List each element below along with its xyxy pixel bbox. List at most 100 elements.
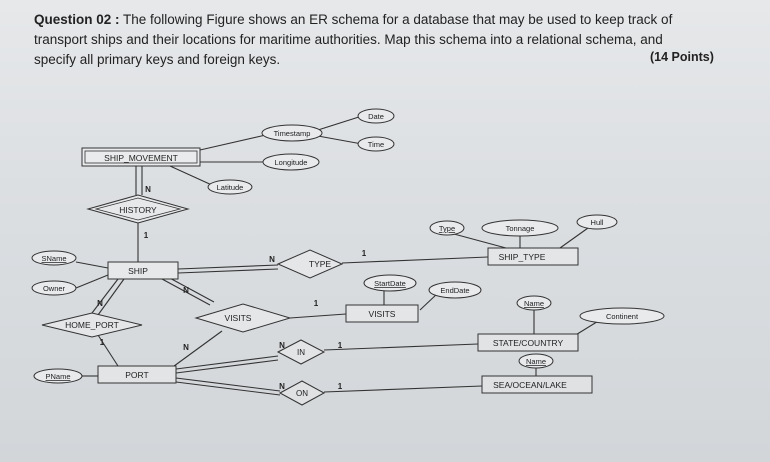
attr-end-date xyxy=(428,281,482,299)
line-type-shiptype xyxy=(341,256,489,264)
card-visits-port-n: N xyxy=(183,343,189,352)
line-port-on-double xyxy=(175,381,281,396)
line-ship-sname xyxy=(75,261,109,269)
line-ship-visits xyxy=(161,278,211,306)
relationship-in-label: IN xyxy=(297,348,305,357)
line-ship-type-double xyxy=(177,268,279,274)
attr-sname xyxy=(31,250,77,266)
entity-port-label: PORT xyxy=(125,370,148,380)
line-movement-latitude xyxy=(169,165,215,187)
question-line-3: specify all primary keys and foreign key… xyxy=(34,52,281,67)
attr-name-state xyxy=(516,295,552,311)
line-port-visits xyxy=(169,330,223,370)
attr-continent xyxy=(579,307,665,325)
attr-date xyxy=(357,108,395,124)
attr-type-label: Type xyxy=(439,224,455,233)
attr-start-date-label: StartDate xyxy=(374,279,406,288)
card-on-n: N xyxy=(279,382,285,391)
question-line-2: transport ships and their locations for … xyxy=(34,32,663,47)
card-in-n: N xyxy=(279,341,285,350)
line-timestamp-date xyxy=(317,115,363,131)
attr-end-date-label: EndDate xyxy=(440,286,469,295)
entity-ship: SHIP xyxy=(107,261,179,280)
line-ship-owner xyxy=(75,274,109,289)
line-homeport-port xyxy=(97,334,119,367)
attr-longitude xyxy=(262,153,320,171)
entity-port: PORT xyxy=(97,365,177,384)
attr-pname-label: PName xyxy=(45,372,70,381)
attr-owner xyxy=(31,280,77,296)
attr-type xyxy=(429,220,465,236)
attr-timestamp-label: Timestamp xyxy=(274,129,311,138)
attr-name-state-label: Name xyxy=(524,299,544,308)
line-ship-homeport xyxy=(91,278,119,314)
question-text: Question 02 : The following Figure shows… xyxy=(34,10,734,70)
relationship-on-label: ON xyxy=(296,389,308,398)
attr-hull-label: Hull xyxy=(591,218,604,227)
relationship-type-label: TYPE xyxy=(309,259,332,269)
relationship-history-label: HISTORY xyxy=(119,205,157,215)
attr-sname-label: SName xyxy=(41,254,66,263)
entity-state-country-label: STATE/COUNTRY xyxy=(493,338,564,348)
card-type-n: N xyxy=(269,255,275,264)
attr-pname xyxy=(33,368,83,384)
attr-longitude-label: Longitude xyxy=(275,158,308,167)
line-movement-timestamp xyxy=(199,133,271,151)
connector-lines xyxy=(75,115,601,396)
line-port-in-double xyxy=(175,359,279,374)
relationship-home-port: HOME_PORT xyxy=(41,312,143,338)
attribute-labels: Date Time Timestamp Longitude Latitude T… xyxy=(41,112,638,381)
line-on-sea xyxy=(323,385,483,393)
question-label: Question 02 : xyxy=(34,12,120,27)
attr-tonnage xyxy=(481,219,559,237)
entity-ship-label: SHIP xyxy=(128,266,148,276)
attr-time xyxy=(357,136,395,152)
entity-state-country: STATE/COUNTRY xyxy=(477,333,579,352)
question-points: (14 Points) xyxy=(650,50,714,64)
card-on-1: 1 xyxy=(338,382,343,391)
relationship-visits-left: VISITS xyxy=(194,303,292,333)
relationship-visits: VISITS xyxy=(345,304,419,323)
attr-owner-label: Owner xyxy=(43,284,66,293)
attr-hull xyxy=(576,214,618,230)
entity-sea-ocean-lake: SEA/OCEAN/LAKE xyxy=(481,375,593,394)
line-in-state xyxy=(323,343,479,351)
line-visits-enddate xyxy=(419,292,439,311)
line-port-in xyxy=(175,355,279,370)
relationship-type: TYPE xyxy=(276,249,344,279)
entity-ship-movement-label: SHIP_MOVEMENT xyxy=(104,153,178,163)
card-history-n: N xyxy=(145,185,151,194)
line-port-on xyxy=(175,377,281,392)
entity-ship-movement: SHIP_MOVEMENT xyxy=(81,147,201,167)
relationship-in: IN xyxy=(276,339,326,365)
entity-ship-type: SHIP_TYPE xyxy=(487,247,579,266)
attr-latitude-label: Latitude xyxy=(217,183,244,192)
card-history-1: 1 xyxy=(144,231,149,240)
relationship-history: HISTORY xyxy=(86,194,190,224)
line-shiptype-hull xyxy=(559,227,589,249)
line-ship-homeport-double xyxy=(97,278,125,316)
card-type-1: 1 xyxy=(362,249,367,258)
relationship-visits-left-label: VISITS xyxy=(225,313,252,323)
attr-tonnage-label: Tonnage xyxy=(506,224,535,233)
card-homeport-n: N xyxy=(97,299,103,308)
attr-name-sea-label: Name xyxy=(526,357,546,366)
attr-name-sea xyxy=(518,353,554,369)
attr-timestamp xyxy=(261,124,323,142)
attr-date-label: Date xyxy=(368,112,384,121)
card-homeport-1: 1 xyxy=(100,338,105,347)
entity-sea-ocean-lake-label: SEA/OCEAN/LAKE xyxy=(493,380,567,390)
cardinality-labels: N 1 N 1 N 1 N N 1 N 1 N 1 xyxy=(97,185,367,391)
line-shiptype-type xyxy=(453,233,507,249)
card-visits-ship-n: N xyxy=(183,286,189,295)
entity-ship-type-label: SHIP_TYPE xyxy=(499,252,546,262)
attributes xyxy=(31,108,665,384)
relationship-visits-label: VISITS xyxy=(369,309,396,319)
card-in-1: 1 xyxy=(338,341,343,350)
line-visits-visits xyxy=(289,313,347,319)
attr-time-label: Time xyxy=(368,140,384,149)
question-line-1-text: The following Figure shows an ER schema … xyxy=(119,12,673,27)
attr-start-date xyxy=(363,274,417,292)
